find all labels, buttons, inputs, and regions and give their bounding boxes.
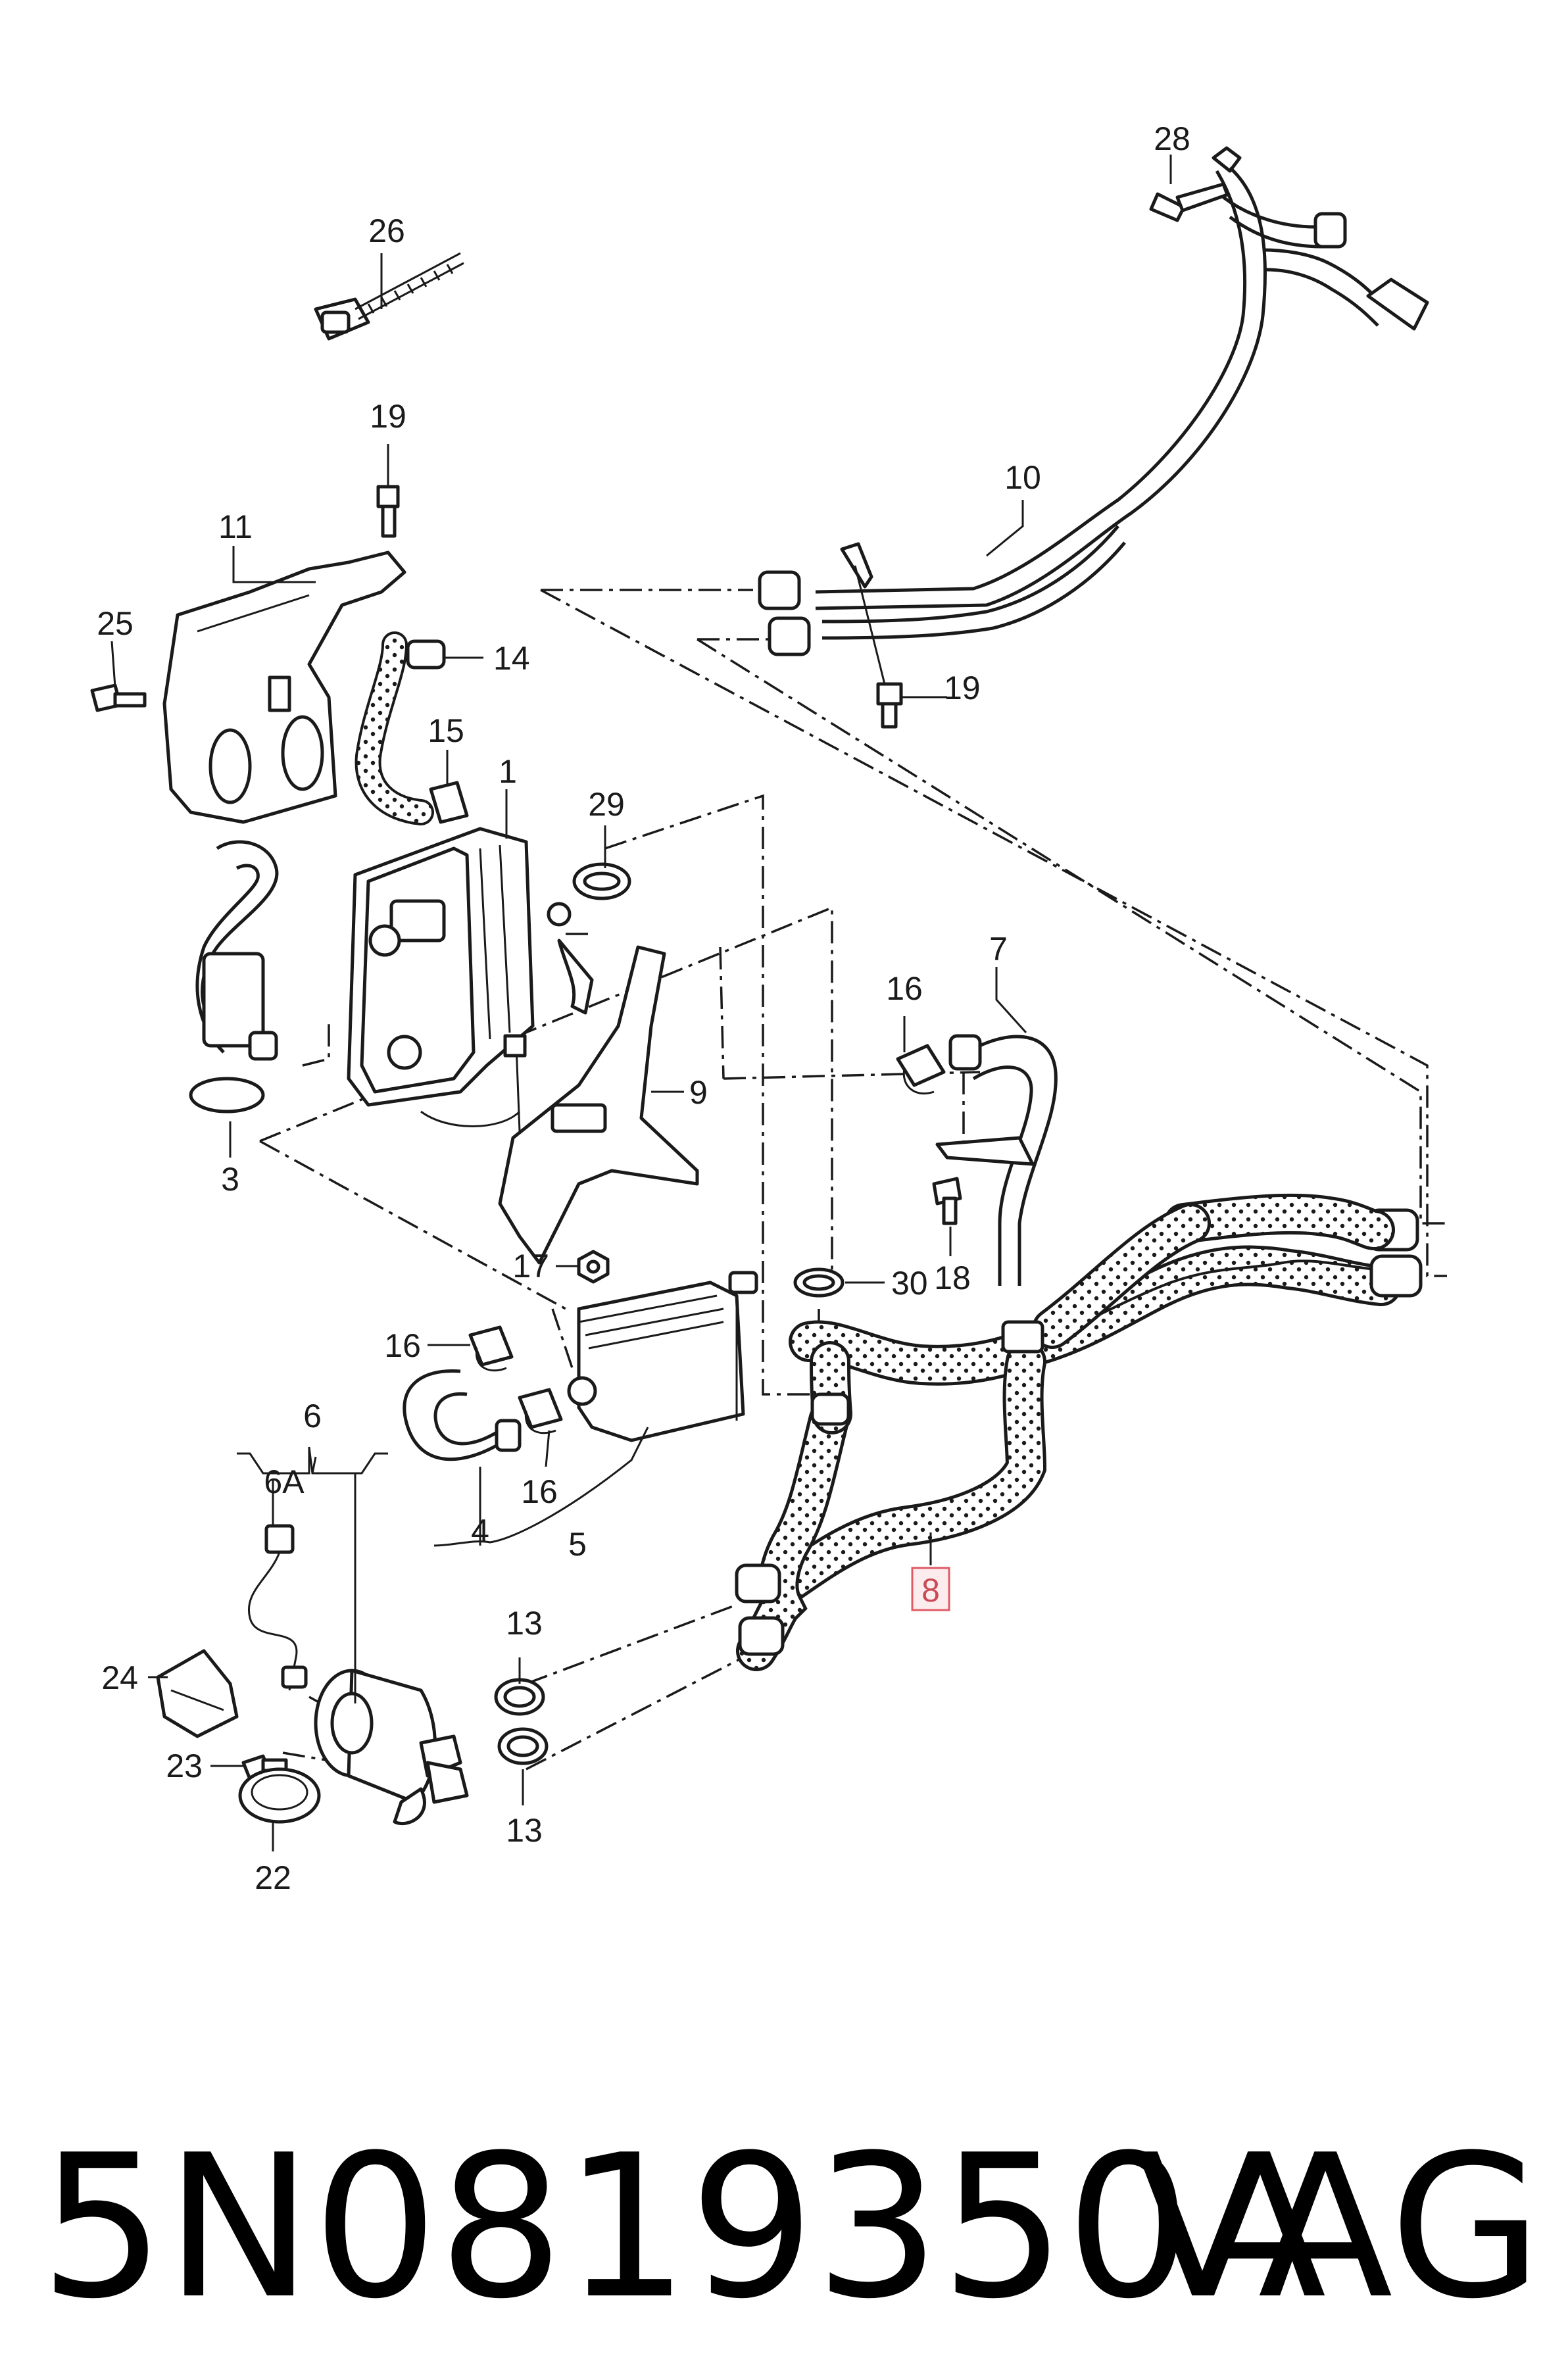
bolt-19-right bbox=[876, 682, 903, 729]
callout-6A: 6A bbox=[264, 1463, 305, 1500]
callout-16-mid: 16 bbox=[384, 1327, 421, 1364]
clamp-16-top bbox=[896, 1044, 946, 1095]
bracket-9 bbox=[498, 939, 699, 1265]
hose-7 bbox=[935, 1034, 1058, 1286]
hose-14 bbox=[355, 631, 446, 825]
callout-labels: 28 26 19 10 11 25 14 19 15 1 29 7 16 9 3… bbox=[97, 120, 1190, 1896]
callout-18: 18 bbox=[934, 1260, 971, 1296]
clamp-15 bbox=[429, 781, 469, 824]
callout-22: 22 bbox=[255, 1859, 291, 1896]
callout-16-top: 16 bbox=[886, 970, 923, 1007]
bolt-25 bbox=[90, 683, 147, 712]
callout-26: 26 bbox=[368, 212, 405, 249]
part-number-caption: 5N0819350A bbox=[39, 2113, 1327, 2342]
callout-1: 1 bbox=[499, 753, 517, 790]
callout-5: 5 bbox=[568, 1526, 587, 1563]
callout-24: 24 bbox=[101, 1659, 138, 1696]
callout-8-highlight-box bbox=[911, 1567, 950, 1611]
brand-caption: VAG bbox=[1136, 2113, 1542, 2342]
clamp-16-low bbox=[518, 1388, 563, 1434]
coolant-pump-6 bbox=[314, 1669, 469, 1826]
callout-4: 4 bbox=[471, 1513, 489, 1550]
bolt-18 bbox=[932, 1177, 962, 1225]
callout-3: 3 bbox=[221, 1161, 239, 1198]
bolt-28 bbox=[1149, 182, 1229, 222]
callout-9: 9 bbox=[689, 1074, 708, 1111]
clamp-30 bbox=[793, 1267, 845, 1298]
heat-exchanger-1 bbox=[347, 827, 535, 1127]
clamp-13-lower bbox=[497, 1727, 549, 1765]
clamp-16-mid bbox=[468, 1325, 514, 1372]
callout-13-lower: 13 bbox=[506, 1812, 543, 1849]
callout-10: 10 bbox=[1004, 459, 1041, 496]
callout-17: 17 bbox=[512, 1248, 549, 1284]
strap-22 bbox=[238, 1767, 321, 1824]
callout-29: 29 bbox=[588, 786, 625, 823]
leader-lines bbox=[110, 155, 1172, 1851]
cable-tie-26 bbox=[314, 252, 464, 341]
callout-7: 7 bbox=[989, 931, 1008, 967]
coolant-pipes-10 bbox=[758, 146, 1429, 698]
callout-23: 23 bbox=[166, 1748, 203, 1784]
callout-14: 14 bbox=[493, 640, 530, 677]
cap-24 bbox=[156, 1649, 239, 1738]
callout-16-low: 16 bbox=[521, 1473, 558, 1510]
callout-15: 15 bbox=[428, 712, 464, 749]
bracket-11 bbox=[162, 550, 406, 824]
nut-17 bbox=[577, 1250, 610, 1284]
heater-5 bbox=[567, 1271, 758, 1442]
coolant-hose-8 bbox=[735, 1193, 1423, 1671]
callout-19-top: 19 bbox=[370, 398, 406, 435]
callout-28: 28 bbox=[1154, 120, 1190, 157]
hose-4 bbox=[403, 1369, 522, 1461]
bolt-19-top bbox=[376, 485, 400, 538]
clamp-29 bbox=[547, 862, 631, 927]
callout-6: 6 bbox=[303, 1398, 322, 1434]
callout-25: 25 bbox=[97, 605, 134, 642]
callout-11: 11 bbox=[218, 508, 253, 545]
assembly-lines bbox=[259, 589, 1447, 1771]
callout-30: 30 bbox=[891, 1265, 928, 1302]
callout-8: 8 bbox=[921, 1572, 940, 1609]
bracket-4-5 bbox=[433, 1427, 649, 1547]
hose-3 bbox=[189, 840, 279, 1113]
clamp-13-upper bbox=[494, 1678, 545, 1716]
wiring-6A bbox=[247, 1524, 308, 1691]
callout-13-upper: 13 bbox=[506, 1605, 543, 1642]
callout-19-right: 19 bbox=[944, 670, 981, 706]
